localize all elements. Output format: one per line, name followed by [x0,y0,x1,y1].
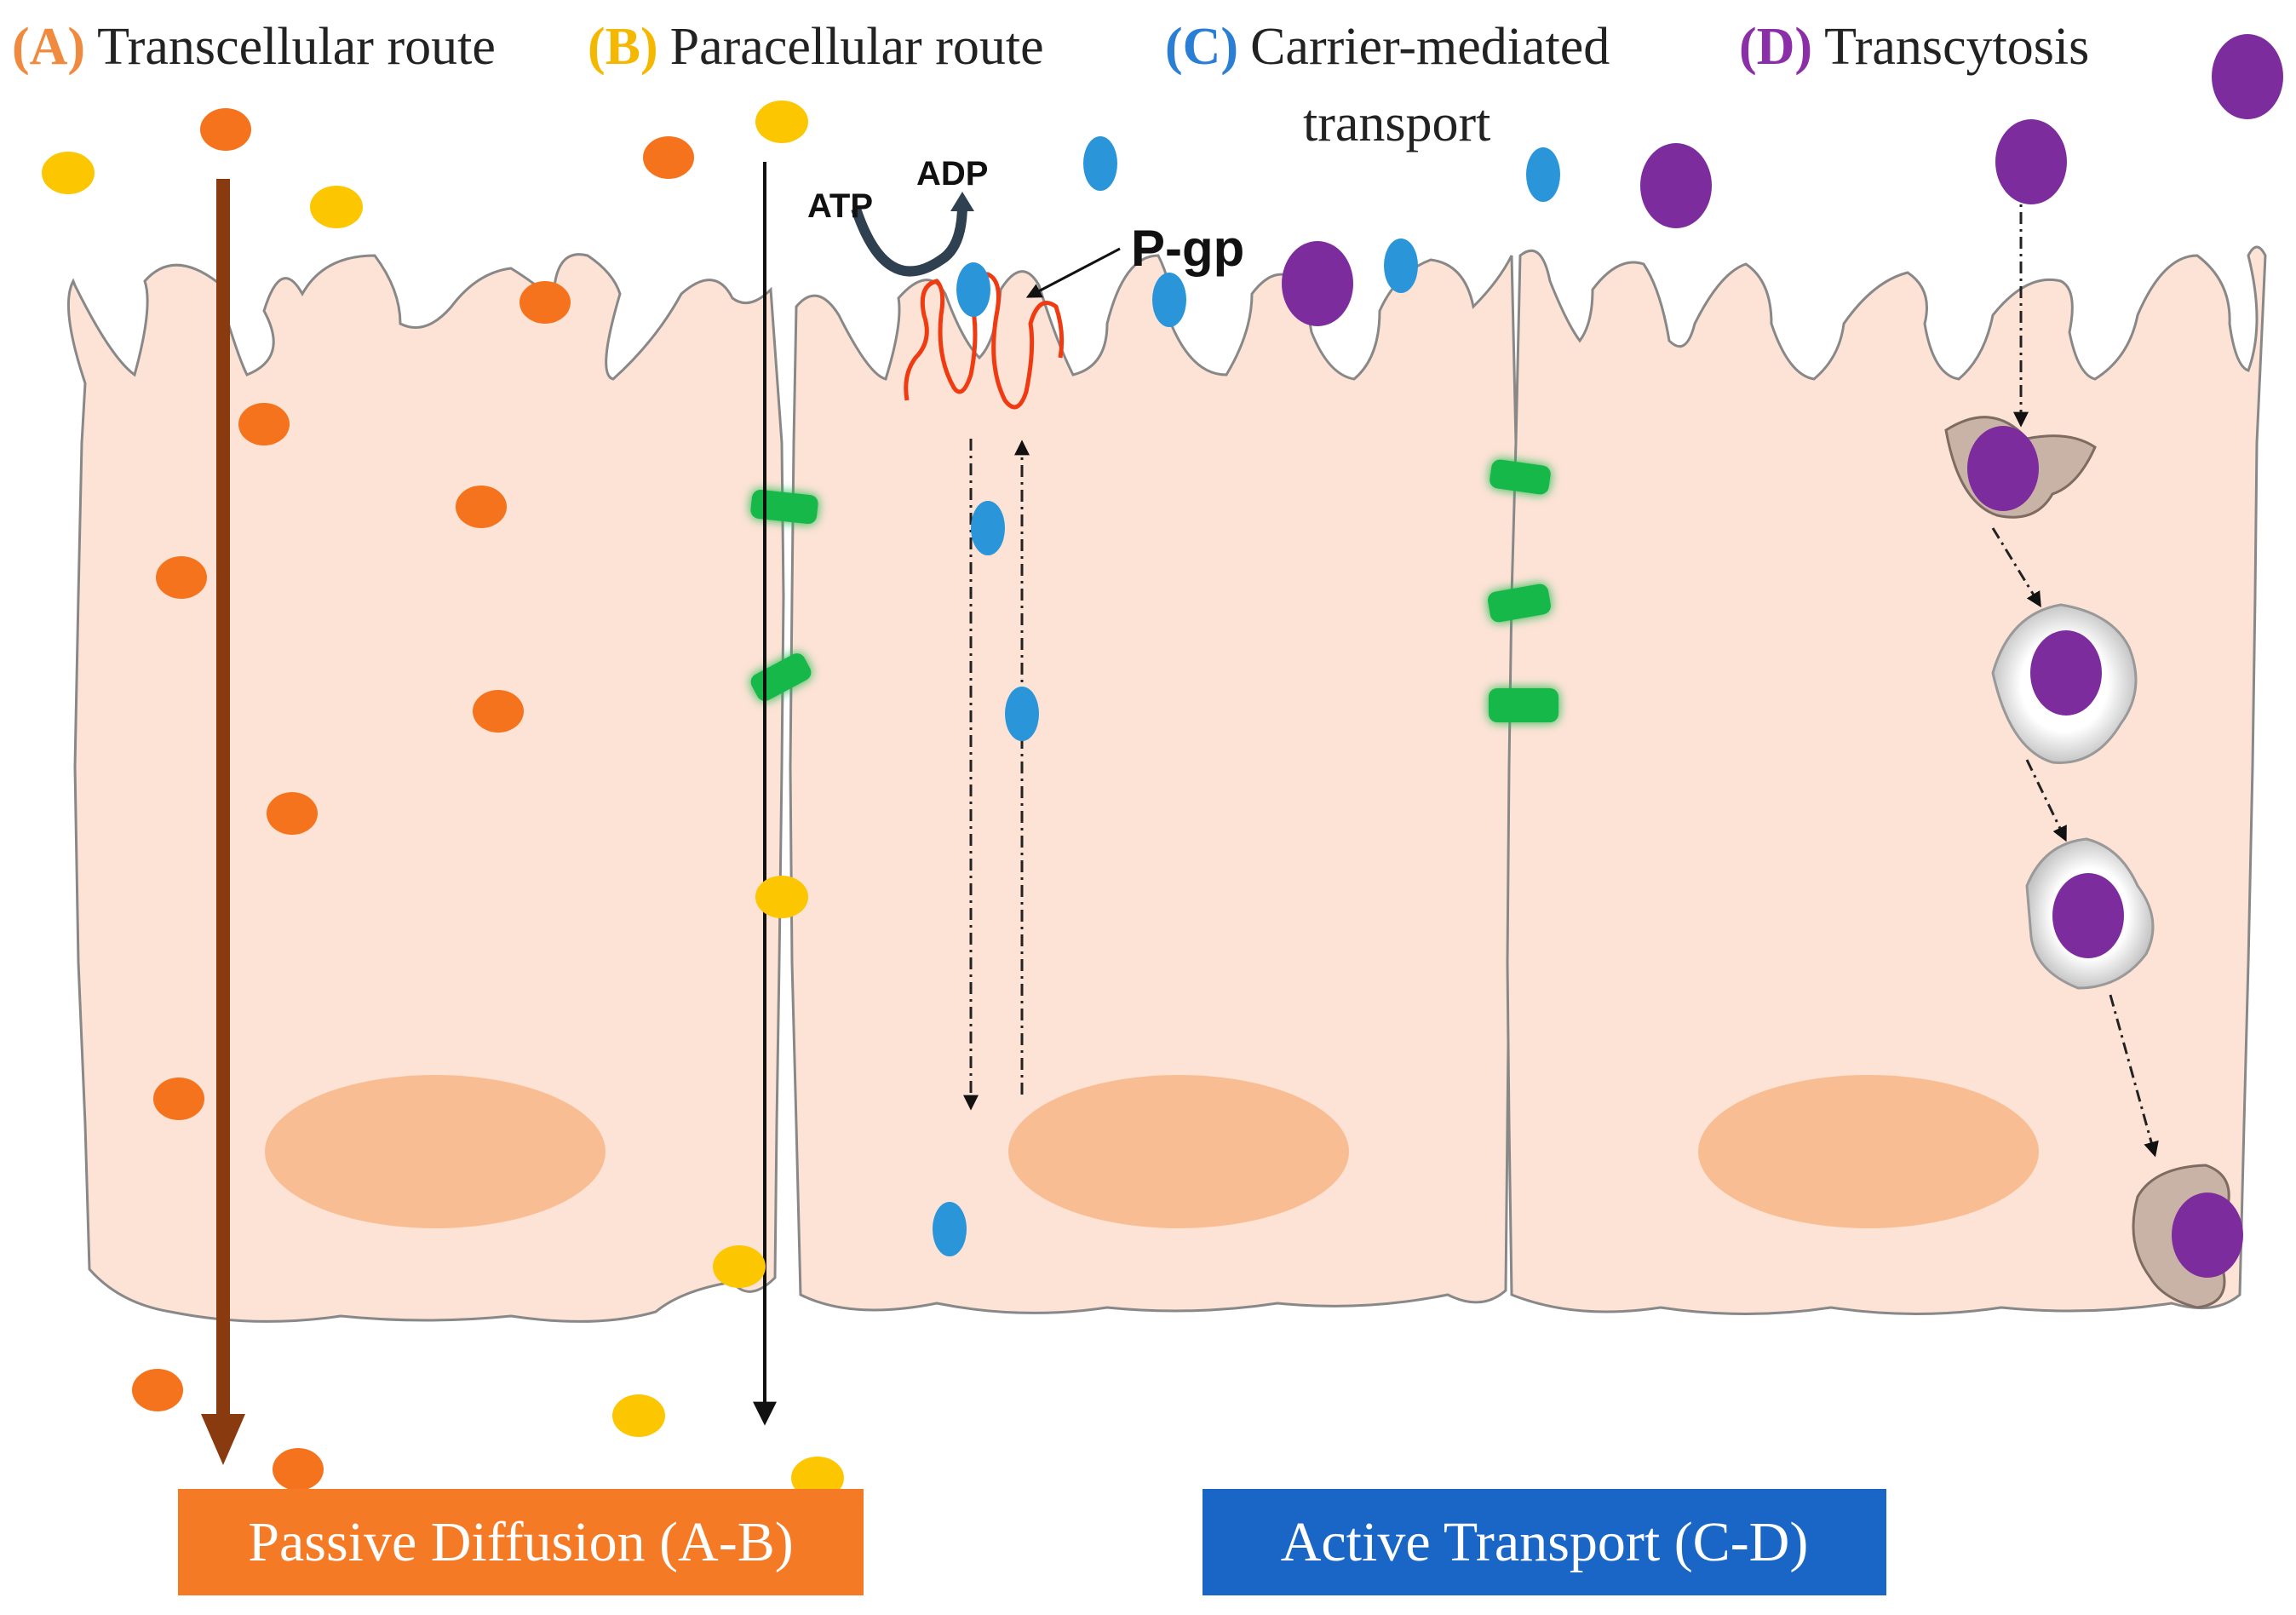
transcytosis-particle [1282,241,1353,326]
legend-letter-a: (A) [12,18,86,76]
transcytosis-arrow-4 [2109,994,2159,1158]
atp-adp-arrowhead [950,192,974,211]
legend-text-c: Carrier-mediated [1250,18,1610,76]
transcytosis-arrow-2 [1991,527,2041,608]
transcellular-particle [132,1369,183,1411]
transcellular-particle [267,792,318,835]
transcytosis-particle [2172,1193,2243,1278]
paracellular-particle [755,101,808,143]
carrier-particle [1005,687,1039,741]
legend-text-d: Transcytosis [1824,18,2090,76]
nucleus-3-icon [1698,1075,2039,1228]
tight-junctions [750,459,1558,722]
legend-carrier: (C)Carrier-mediated [1165,15,1610,78]
transcytosis-particle [2052,873,2124,958]
transcellular-arrow [201,179,245,1465]
transcytosis-particle [2212,34,2283,119]
legend-text-c2: transport [1303,95,1491,152]
legend-transcytosis: (D)Transcytosis [1739,15,2089,78]
passive-diffusion-label: Passive Diffusion (A-B) [178,1489,864,1595]
legend-letter-b: (B) [588,18,658,76]
carrier-particle [1526,147,1560,202]
atp-label: ATP [807,187,873,225]
transcytosis-particles [1282,34,2283,1278]
legend-paracellular: (B)Paracellular route [588,15,1044,78]
carrier-particle [933,1202,967,1256]
transcellular-particle [643,136,694,179]
transcellular-particles [132,108,694,1491]
pgp-pointer [1025,247,1121,298]
transcellular-particle [200,108,251,151]
legend-letter-d: (D) [1739,18,1813,76]
transcellular-particle [153,1078,204,1120]
transcellular-particle [519,281,571,324]
nucleus-1-icon [265,1075,606,1228]
cell-3-icon [1506,245,2267,1315]
transcellular-particle [456,486,507,528]
paracellular-particle [713,1245,766,1288]
tight-junction-icon [1488,583,1551,623]
paracellular-particle [310,186,363,228]
legend-letter-c: (C) [1165,18,1239,76]
transcytosis-particle [1967,426,2039,511]
transcellular-particle [473,690,524,733]
transcytosis-arrow-3 [2025,759,2067,842]
atp-adp-arrow [851,204,967,277]
paracellular-particle [791,1457,844,1499]
paracellular-particles [42,101,844,1499]
active-transport-label: Active Transport (C-D) [1203,1489,1886,1595]
tight-junction-icon [1489,688,1558,722]
transcytosis-particle [1995,119,2067,204]
transcytosis-particle [1640,143,1712,228]
legend-text-b: Paracellular route [669,18,1044,76]
transcellular-particle [238,403,290,445]
carrier-particle [971,501,1005,555]
adp-label: ADP [916,155,988,193]
transcellular-particle [273,1448,324,1491]
tight-junction-icon [1490,459,1551,495]
tight-junction-icon [750,490,818,524]
carrier-particle [1384,239,1418,293]
legend-transcellular: (A)Transcellular route [12,15,496,78]
transcytosis-particle [2030,630,2102,716]
nucleus-2-icon [1008,1075,1349,1228]
paracellular-particle [755,876,808,918]
paracellular-particle [612,1394,665,1437]
carrier-particle [1083,136,1117,191]
carrier-particles [933,136,1560,1256]
carrier-particle [956,262,990,317]
legend-text-a: Transcellular route [97,18,496,76]
carrier-particle [1152,273,1186,327]
transcellular-particle [156,556,207,599]
legend-carrier-line2: transport [1303,92,1490,155]
paracellular-particle [42,152,95,194]
pgp-label: P-gp [1131,220,1244,277]
